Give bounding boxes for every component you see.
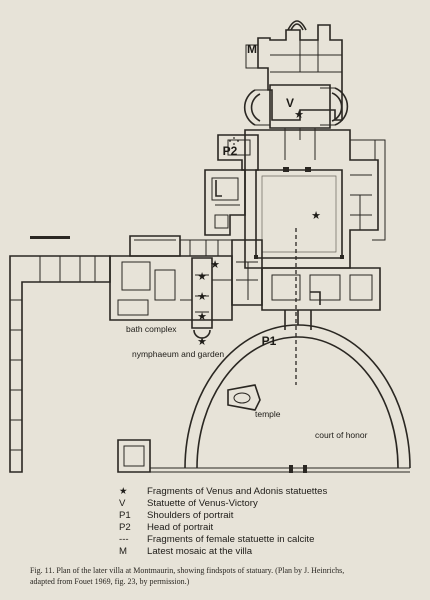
caption-line-1: Fig. 11. Plan of the later villa at Mont… <box>30 566 345 575</box>
label-nymphaeum: nymphaeum and garden <box>132 349 224 359</box>
legend-text: Head of portrait <box>147 522 214 533</box>
findspot-star: ★ <box>197 311 207 323</box>
legend-row: --- Fragments of female statuette in cal… <box>100 534 420 546</box>
legend-symbol: P2 <box>119 522 131 533</box>
legend-text: Statuette of Venus-Victory <box>147 498 258 509</box>
label-temple: temple <box>255 409 281 419</box>
label-m: M <box>247 42 257 56</box>
legend-symbol: P1 <box>119 510 131 521</box>
legend-text: Latest mosaic at the villa <box>147 546 253 557</box>
findspot-star: ★ <box>311 210 321 222</box>
findspot-star: ★ <box>294 109 304 121</box>
venus-adonis-findspots: ★ ★ ★ ★ ★ ★ ★ <box>197 109 321 348</box>
legend: ★ Fragments of Venus and Adonis statuett… <box>100 486 420 558</box>
p2-findspot-dots <box>229 137 239 145</box>
legend-row: M Latest mosaic at the villa <box>100 546 420 558</box>
legend-text: Shoulders of portrait <box>147 510 234 521</box>
legend-symbol: M <box>119 546 127 557</box>
legend-text: Fragments of female statuette in calcite <box>147 534 315 545</box>
north-wing <box>243 20 349 160</box>
legend-row: V Statuette of Venus-Victory <box>100 498 420 510</box>
legend-row: P2 Head of portrait <box>100 522 420 534</box>
legend-symbol: --- <box>119 534 129 545</box>
legend-symbol: ★ <box>119 486 128 497</box>
findspot-star: ★ <box>197 271 207 283</box>
label-court-of-honor: court of honor <box>315 430 368 440</box>
legend-row: ★ Fragments of Venus and Adonis statuett… <box>100 486 420 498</box>
figure-caption: Fig. 11. Plan of the later villa at Mont… <box>30 566 422 587</box>
findspot-star: ★ <box>197 336 207 348</box>
findspot-star: ★ <box>197 291 207 303</box>
bath-complex <box>109 235 233 339</box>
label-p2: P2 <box>223 144 238 158</box>
label-bath-complex: bath complex <box>126 324 177 334</box>
legend-row: P1 Shoulders of portrait <box>100 510 420 522</box>
legend-text: Fragments of Venus and Adonis statuettes <box>147 486 328 497</box>
label-v: V <box>286 96 294 110</box>
legend-symbol: V <box>119 498 126 509</box>
south-rooms <box>231 239 381 311</box>
villa-plan: ★ ★ ★ ★ ★ ★ ★ M V P2 P1 bath complex nym… <box>9 20 411 473</box>
court-of-honor <box>150 228 411 473</box>
west-wing <box>9 236 151 473</box>
caption-line-2: adapted from Fouet 1969, fig. 23, by per… <box>30 576 190 586</box>
label-p1: P1 <box>262 334 277 348</box>
findspot-star: ★ <box>210 259 220 271</box>
